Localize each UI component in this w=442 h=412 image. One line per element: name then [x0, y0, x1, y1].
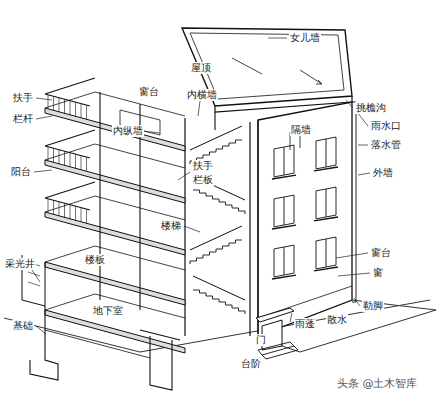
window	[316, 137, 336, 169]
part-label: 外墙	[372, 167, 394, 179]
window-mullion	[284, 147, 285, 175]
floor-edge	[45, 246, 185, 270]
floor-edge	[45, 92, 185, 116]
floor-edge	[45, 196, 185, 220]
exterior-wall	[258, 102, 352, 336]
part-label: 勒脚	[362, 300, 384, 312]
stair-handrail	[190, 226, 242, 250]
stair-handrail	[193, 276, 245, 300]
window-mullion	[284, 247, 285, 275]
part-label: 窗台	[370, 247, 392, 259]
part-label: 门	[255, 334, 267, 346]
part-label: 窗台	[138, 86, 160, 98]
railing-bar	[70, 205, 71, 219]
railing-bar	[75, 102, 76, 116]
railing-bar	[81, 208, 82, 222]
railing-bar	[59, 202, 60, 216]
part-label: 隔墙	[290, 124, 312, 136]
floor-edge	[45, 294, 185, 318]
railing-bar	[48, 147, 49, 161]
watermark: 头条 @土木智库	[336, 378, 419, 390]
part-label: 扶手	[192, 160, 214, 172]
part-label: 采光井	[4, 258, 36, 270]
window-sill	[314, 217, 338, 221]
floor-slab	[45, 160, 185, 203]
canopy	[256, 308, 294, 322]
railing-bar	[86, 157, 87, 171]
part-label: 挑檐沟	[355, 102, 387, 114]
window-sill	[314, 167, 338, 171]
railing-bar	[75, 206, 76, 220]
floor-slab	[45, 108, 185, 151]
railing-bar	[86, 209, 87, 223]
railing-bar	[48, 95, 49, 109]
floor-edge	[45, 144, 185, 168]
window-mullion	[284, 197, 285, 225]
railing-bar	[81, 104, 82, 118]
part-label: 扶手	[12, 92, 34, 104]
window-sill	[314, 267, 338, 271]
part-label: 雨水口	[370, 120, 402, 132]
part-label: 落水管	[370, 139, 402, 151]
window-sill	[272, 275, 296, 279]
window	[274, 145, 294, 177]
part-label: 楼板	[84, 254, 106, 266]
foundation	[30, 306, 58, 380]
railing-bar	[86, 105, 87, 119]
railing-bar	[64, 99, 65, 113]
part-label: 基础	[12, 320, 34, 332]
window-sill	[272, 225, 296, 229]
window	[316, 187, 336, 219]
stair-flight	[190, 240, 242, 264]
part-label: 地下室	[92, 305, 124, 317]
part-label: 内横墙	[186, 89, 218, 101]
part-label: 屋顶	[190, 62, 212, 74]
window-sill	[272, 175, 296, 179]
part-label: 散水	[326, 314, 348, 326]
floor-slab	[45, 262, 185, 305]
roof	[182, 28, 352, 106]
leader-lines	[32, 38, 370, 334]
part-label: 台阶	[240, 358, 262, 370]
part-label: 女儿墙	[289, 32, 321, 44]
part-label: 栏板	[192, 174, 214, 186]
railing-bar	[70, 101, 71, 115]
part-label: 楼梯	[160, 220, 182, 232]
railing-bar	[53, 148, 54, 162]
window	[274, 245, 294, 277]
railing-bar	[81, 156, 82, 170]
part-label: 内纵墙	[112, 125, 144, 137]
part-label: 窗	[372, 267, 384, 279]
stair-handrail	[190, 126, 242, 150]
railing-bar	[48, 199, 49, 213]
part-label: 栏杆	[12, 113, 34, 125]
railing-bar	[53, 200, 54, 214]
window-mullion	[326, 189, 327, 217]
railing-bar	[53, 96, 54, 110]
railing-bar	[59, 150, 60, 164]
stair-flight	[193, 290, 245, 314]
railing-bar	[59, 98, 60, 112]
window	[316, 237, 336, 269]
window-mullion	[326, 139, 327, 167]
floor-slab	[45, 212, 185, 255]
railing-bar	[70, 153, 71, 167]
window-mullion	[326, 239, 327, 267]
window	[274, 195, 294, 227]
stair-flight	[193, 190, 245, 214]
railing-bar	[64, 203, 65, 217]
part-label: 阳台	[10, 166, 32, 178]
downpipe	[352, 102, 356, 302]
railing-bar	[64, 151, 65, 165]
railing-bar	[75, 154, 76, 168]
part-label: 雨蓬	[294, 318, 316, 330]
